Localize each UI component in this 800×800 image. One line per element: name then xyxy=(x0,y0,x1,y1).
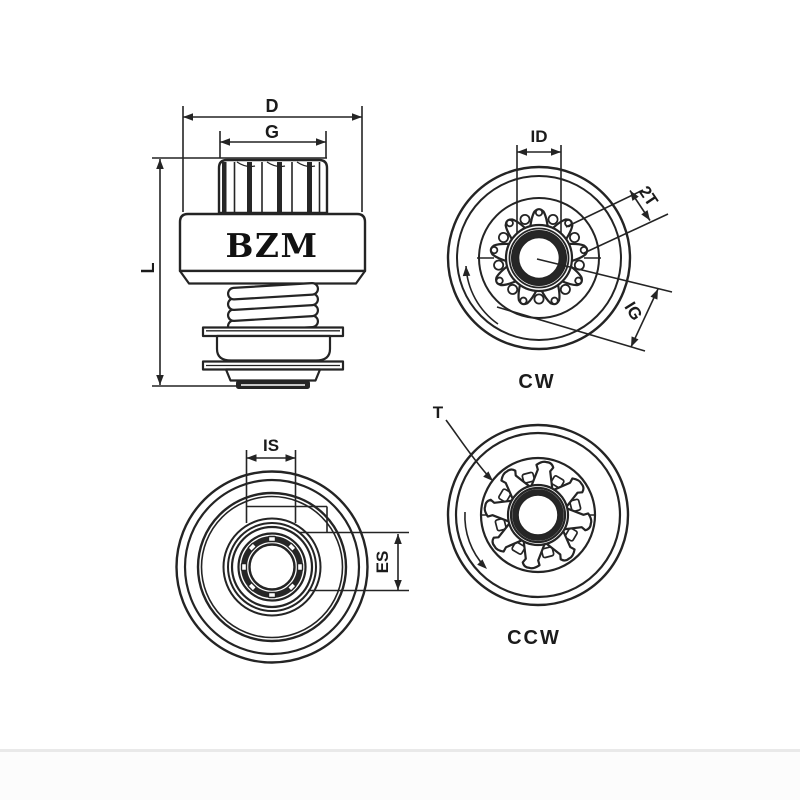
pinion-tooth-bar xyxy=(222,162,227,212)
cw-gear xyxy=(488,208,590,308)
dim-label-D: D xyxy=(266,96,279,116)
pinion-tooth-bar xyxy=(307,162,312,212)
dimension-L: L xyxy=(138,157,327,387)
dim-label-L: L xyxy=(138,263,158,274)
dimension-ID: ID xyxy=(516,127,562,233)
ccw-gear xyxy=(482,459,594,571)
dim-label-G: G xyxy=(265,122,279,142)
flange-upper xyxy=(201,326,345,338)
retainer-ring xyxy=(224,368,322,382)
rear-view: IS ES xyxy=(175,436,409,664)
dimension-T: T xyxy=(433,403,496,484)
footer-area xyxy=(0,752,800,800)
cw-view: ID 2T IG CW xyxy=(446,127,673,393)
bottom-divider-line xyxy=(0,749,800,752)
clutch-body: BZM xyxy=(178,212,367,285)
side-view: BZM D xyxy=(138,96,367,389)
dim-label-ES: ES xyxy=(373,551,392,574)
pinion-tooth-bar xyxy=(277,162,282,212)
brand-marking: BZM xyxy=(225,226,318,265)
hub-ring xyxy=(509,486,567,544)
cup-housing xyxy=(215,334,332,362)
outer-rim-circle xyxy=(446,423,630,607)
outer-rim-circle xyxy=(175,470,369,664)
outer-rim-circle xyxy=(446,165,632,351)
spring xyxy=(226,282,320,333)
dim-label-ID: ID xyxy=(531,127,548,146)
hub-ring xyxy=(511,230,567,286)
cw-label: CW xyxy=(518,371,555,393)
dimension-IS: IS xyxy=(245,436,297,523)
end-collar xyxy=(236,380,310,389)
hub-bore xyxy=(517,236,561,280)
dimension-D: D xyxy=(182,96,363,212)
dim-label-IS: IS xyxy=(263,436,279,455)
shaft-bore xyxy=(248,543,296,591)
dimension-G: G xyxy=(219,122,327,158)
bearing-hub xyxy=(240,535,304,599)
dim-label-2T: 2T xyxy=(635,183,662,211)
pinion-side xyxy=(217,158,329,215)
inner-rim-circle xyxy=(456,175,622,341)
ccw-label: CCW xyxy=(507,627,561,649)
cw-rotation-arrow xyxy=(462,265,499,325)
pinion-tooth-bar xyxy=(247,162,252,212)
hub-bore-band xyxy=(512,489,564,541)
ccw-rotation-arrow xyxy=(464,511,490,572)
dim-label-T: T xyxy=(433,403,444,422)
ccw-view: T CCW xyxy=(433,403,630,649)
hub-bore xyxy=(517,494,559,536)
dimension-ES: ES xyxy=(300,531,409,592)
dim-label-IG: IG xyxy=(620,299,646,324)
dimension-2T: 2T xyxy=(565,183,669,254)
hub-bore-band xyxy=(512,231,566,285)
flange-lower xyxy=(201,360,345,371)
